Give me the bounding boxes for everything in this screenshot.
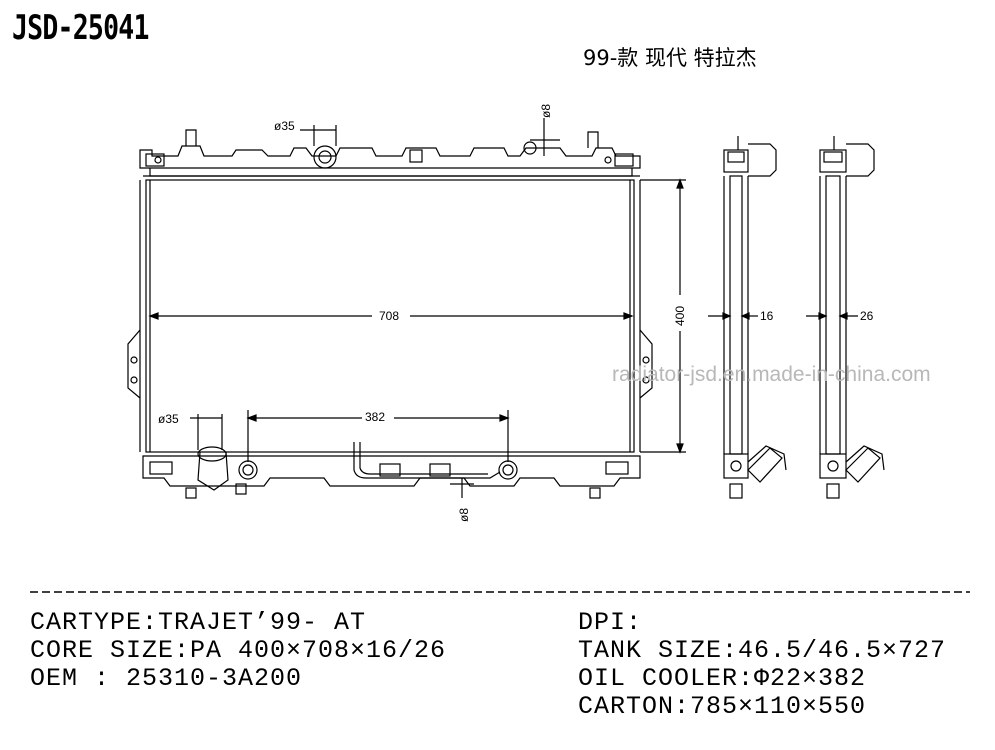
- spec-oem: OEM : 25310-3A200: [30, 664, 303, 693]
- side-view-16: [708, 136, 787, 499]
- spec-oil-cooler: OIL COOLER:Φ22×382: [578, 664, 867, 693]
- dim-side-b-label: 26: [860, 309, 874, 323]
- dim-bottom-fitting: [450, 478, 474, 498]
- dim-top-vent-label: ø8: [539, 104, 553, 118]
- spec-dpi: DPI:: [578, 608, 643, 637]
- top-tank: [139, 145, 641, 169]
- dim-top-inlet-label: ø35: [274, 119, 295, 133]
- spec-tank-size: TANK SIZE:46.5/46.5×727: [578, 636, 947, 665]
- dim-bottom-outlet: [190, 414, 223, 450]
- dim-oil-cooler-label: 382: [365, 410, 385, 424]
- radiator-core: [145, 179, 635, 453]
- side-view-26: [806, 136, 885, 499]
- dim-width-label: 708: [379, 309, 399, 323]
- spec-core-size: CORE SIZE:PA 400×708×16/26: [30, 636, 447, 665]
- top-inlet-pipe: [313, 145, 337, 169]
- dim-top-vent: [530, 118, 560, 156]
- watermark-text: radiator-jsd.en.made-in-china.com: [612, 363, 931, 386]
- dim-height-label: 400: [673, 306, 687, 326]
- dim-side-a-label: 16: [760, 309, 774, 323]
- part-code-title: JSD-25041: [12, 8, 149, 48]
- bottom-outlet-pipe: [197, 451, 229, 491]
- dim-bottom-fitting-label: ø8: [457, 508, 471, 522]
- dim-bottom-outlet-label: ø35: [158, 412, 179, 426]
- spec-cartype: CARTYPE:TRAJET’99- AT: [30, 608, 367, 637]
- model-title: 99-款 现代 特拉杰: [583, 46, 757, 70]
- spec-carton: CARTON:785×110×550: [578, 692, 867, 721]
- dim-top-inlet: [300, 125, 337, 146]
